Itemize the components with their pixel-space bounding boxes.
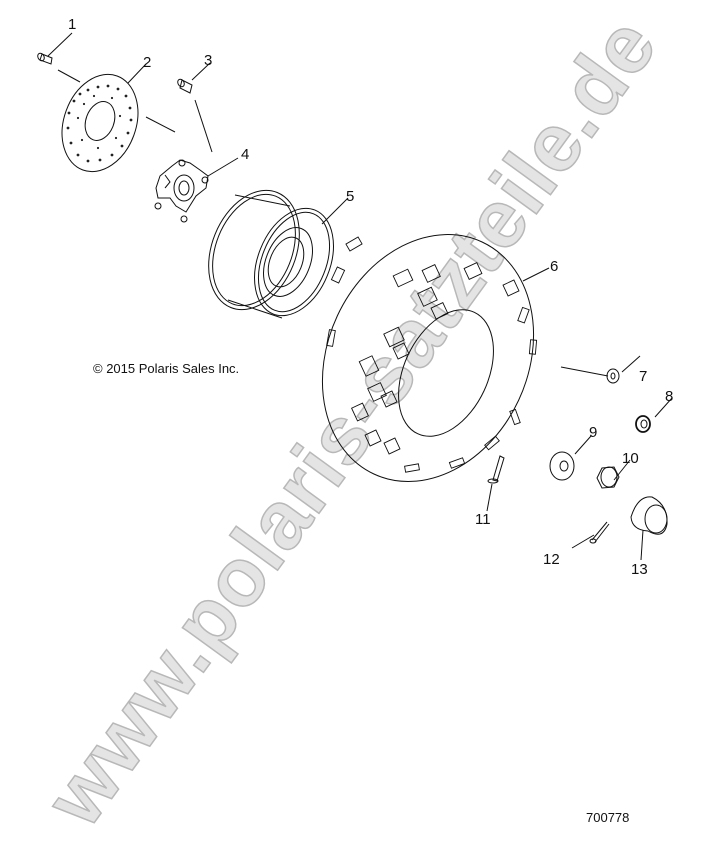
hub-4 — [154, 159, 209, 223]
lug-nut-8 — [635, 415, 651, 433]
callout-11: 11 — [475, 511, 491, 528]
callout-6: 6 — [550, 258, 559, 275]
drawing-number: 700778 — [586, 810, 630, 825]
valve-stem-11 — [487, 455, 505, 484]
callout-7: 7 — [639, 368, 648, 385]
hub-cap-13 — [630, 496, 668, 535]
callout-3: 3 — [204, 52, 213, 69]
callout-2: 2 — [143, 54, 152, 71]
rim-5 — [208, 189, 334, 319]
callout-4: 4 — [241, 146, 250, 163]
copyright-notice: © 2015 Polaris Sales Inc. — [93, 361, 240, 376]
callout-9: 9 — [589, 424, 598, 441]
callout-5: 5 — [346, 188, 355, 205]
callout-8: 8 — [665, 388, 674, 405]
cotter-pin-12 — [589, 521, 610, 544]
callout-1: 1 — [68, 16, 77, 33]
callout-10: 10 — [622, 450, 639, 467]
tire-6 — [321, 234, 538, 482]
washer-7 — [606, 368, 620, 384]
brake-disc-2 — [61, 73, 139, 173]
wheel-stud-3 — [177, 78, 193, 94]
washer-9 — [549, 451, 575, 481]
callout-12: 12 — [543, 551, 560, 568]
callout-13: 13 — [631, 561, 648, 578]
bolt-1 — [37, 52, 53, 65]
hex-nut-10 — [596, 466, 620, 489]
